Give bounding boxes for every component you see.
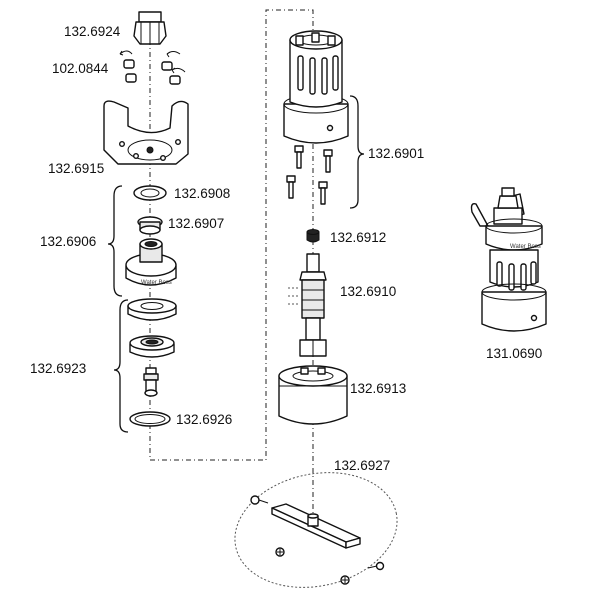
base-flange-imprint: Water Boss <box>141 280 172 286</box>
label-132-6927: 132.6927 <box>334 458 390 473</box>
label-131-0690: 131.0690 <box>486 346 542 361</box>
part-132-6901-screws <box>286 145 333 205</box>
part-132-6901-housing <box>283 30 349 144</box>
label-132-6924: 132.6924 <box>64 24 121 39</box>
label-132-6901: 132.6901 <box>368 146 424 161</box>
part-132-6923-cup <box>129 335 175 358</box>
part-132-6912-cap <box>306 229 320 243</box>
label-132-6906: 132.6906 <box>40 234 96 249</box>
piston-shadow-marks <box>288 287 298 305</box>
part-132-6927-screws <box>250 495 385 585</box>
part-131-0690-assembly: Water Boss <box>470 187 547 332</box>
label-132-6910: 132.6910 <box>340 284 396 299</box>
part-102-0844-nuts <box>119 50 186 85</box>
kit-outline <box>234 472 398 588</box>
part-132-6910-piston <box>299 253 327 357</box>
part-132-6924-nut <box>133 11 167 45</box>
part-132-6906-base-flange: Water Boss <box>125 238 177 286</box>
label-132-6907: 132.6907 <box>168 216 224 231</box>
label-102-0844: 102.0844 <box>52 61 109 76</box>
label-132-6926: 132.6926 <box>176 412 232 427</box>
part-132-6907-fitting <box>137 216 163 235</box>
part-132-6908-washer <box>133 185 167 201</box>
assembly-imprint: Water Boss <box>510 244 541 250</box>
bracket-132-6923 <box>113 299 129 433</box>
part-132-6915-bracket <box>103 100 189 165</box>
part-132-6913-cylinder <box>278 365 348 425</box>
label-132-6912: 132.6912 <box>330 230 386 245</box>
part-132-6926-o-ring <box>129 411 171 427</box>
label-132-6915: 132.6915 <box>48 161 104 176</box>
part-132-6923-pin <box>143 367 159 397</box>
label-132-6923: 132.6923 <box>30 361 86 376</box>
label-132-6913: 132.6913 <box>350 381 406 396</box>
part-132-6923-large-ring <box>127 298 177 321</box>
label-132-6908: 132.6908 <box>174 186 230 201</box>
part-132-6927-base-rail <box>271 503 361 549</box>
bracket-132-6901 <box>349 95 365 209</box>
bracket-132-6906 <box>107 185 123 297</box>
